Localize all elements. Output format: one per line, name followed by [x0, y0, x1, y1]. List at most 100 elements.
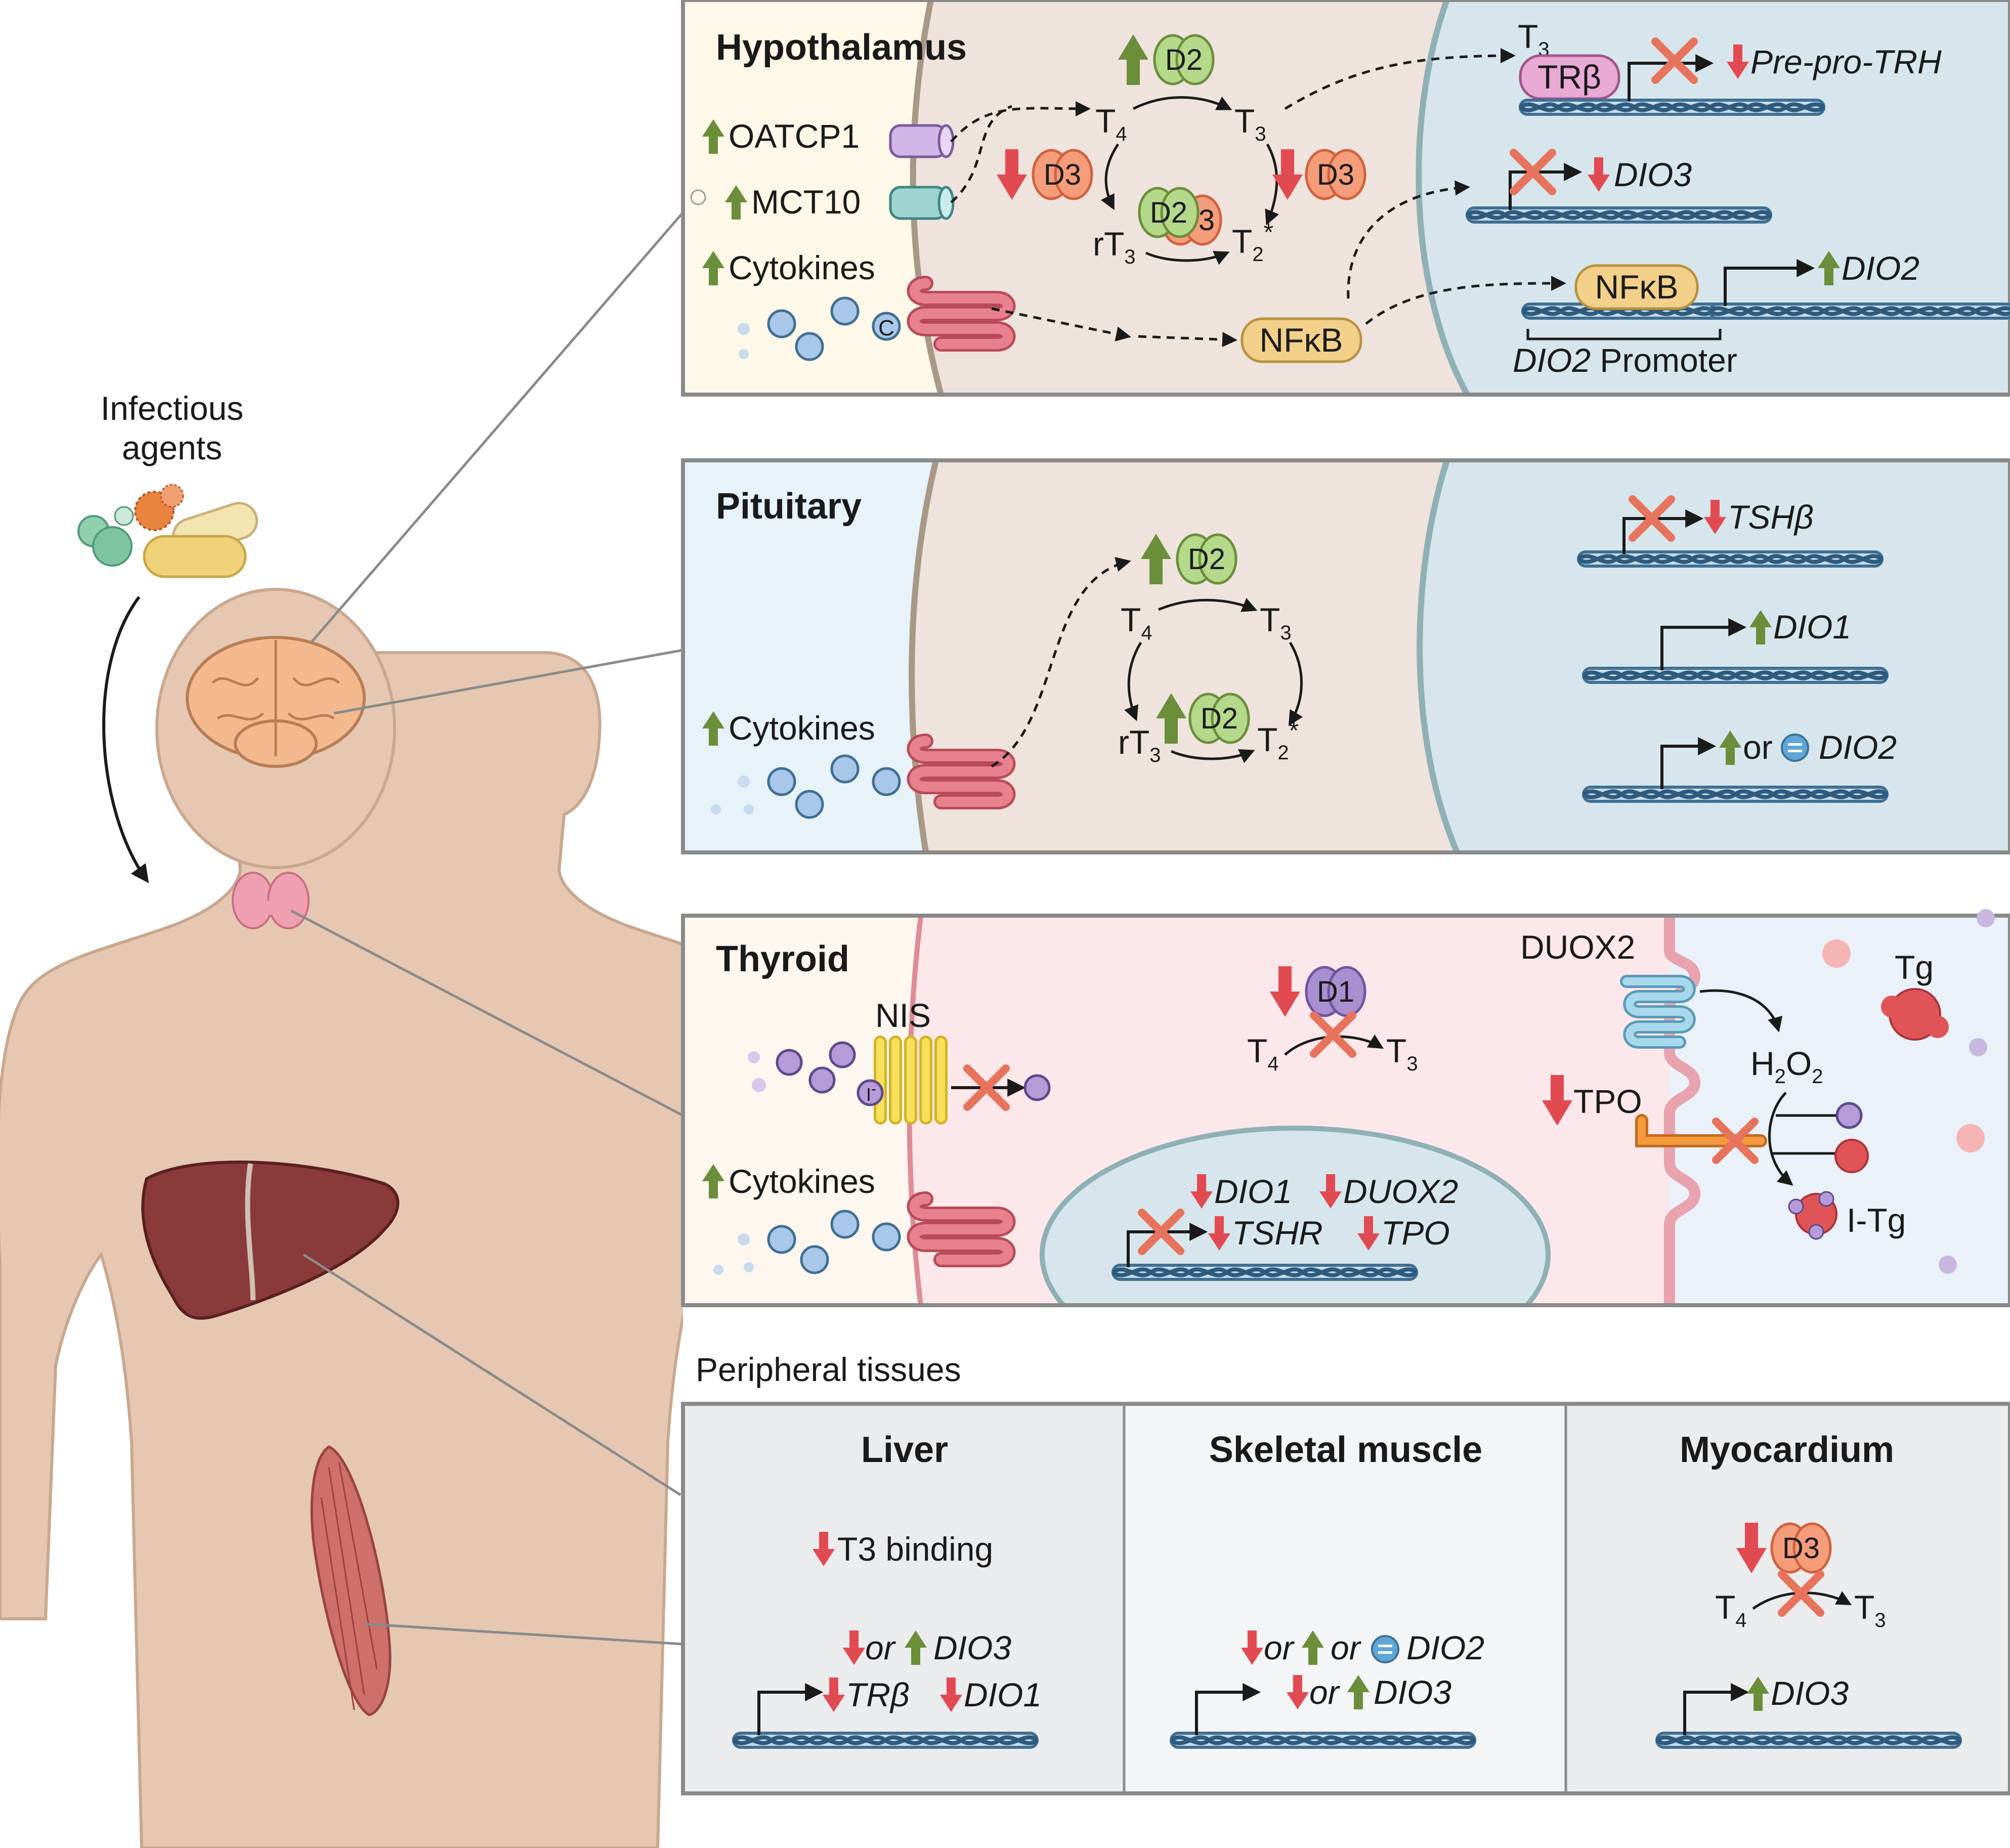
rt3-label: rT3: [1093, 225, 1136, 268]
cytokine-receptor-icon: [915, 741, 1008, 802]
skeletal-dio2-gene: DIO2: [1406, 1629, 1484, 1666]
iodide-particles: [748, 1043, 882, 1105]
itg-icon: [1788, 1191, 1837, 1240]
h2o2-h: H: [1750, 1045, 1775, 1082]
skeletal-or-2: or: [1331, 1629, 1362, 1666]
rt3-sub: 3: [1124, 246, 1135, 268]
promoter-word: Promoter: [1591, 341, 1737, 379]
thy-t3-label: T3: [1386, 1032, 1418, 1075]
colloid-particles: [1822, 909, 1995, 1274]
dna-icon: [1584, 668, 1887, 682]
myo-t4-label: T4: [1715, 1588, 1747, 1631]
t3-nuclear-label: T3: [1518, 18, 1550, 61]
panel-peripheral: Peripheral tissues Liver T3 binding or D…: [681, 1351, 2010, 1795]
dio2-promoter-label: DIO2 Promoter: [1513, 341, 1737, 379]
t4-sub: 4: [1116, 123, 1127, 145]
pit-t3-label: T3: [1260, 601, 1292, 644]
equal-icon: [1371, 1635, 1399, 1663]
liver-title: Liver: [861, 1430, 948, 1470]
oatcp1-label: OATCP1: [729, 117, 860, 155]
liver-or: or: [865, 1629, 896, 1666]
dna-icon: [1710, 304, 2010, 318]
pit-t4-sub: 4: [1141, 622, 1152, 644]
tg-icon: [1881, 988, 1949, 1041]
tg-small-icon: [1834, 1139, 1869, 1173]
body-silhouette: [0, 651, 804, 1848]
pit-rt3-sub: 3: [1149, 744, 1161, 766]
pituitary-or: or: [1743, 728, 1773, 766]
iodide-charge: -: [871, 1081, 876, 1097]
pit-rt3-label: rT3: [1118, 723, 1161, 766]
promoter-gene-name: DIO2: [1513, 341, 1591, 379]
hypothalamus-dio3-gene: DIO3: [1614, 156, 1692, 193]
infectious-agents-label-1: Infectious: [101, 390, 244, 427]
t2-sub: 2: [1252, 243, 1263, 266]
h2o2-label: H2O2: [1750, 1045, 1823, 1088]
dna-icon: [1467, 208, 1771, 222]
pit-t2-letter: T: [1257, 721, 1277, 758]
peripheral-header: Peripheral tissues: [696, 1351, 961, 1388]
pituitary-d2-top: D2: [1188, 543, 1225, 576]
thy-t3-sub: 3: [1406, 1053, 1418, 1075]
iodide-label: I-: [866, 1081, 876, 1105]
thyroid-cytokines-label: Cytokines: [729, 1163, 875, 1200]
pituitary-cytokines-label: Cytokines: [729, 709, 875, 747]
dna-icon: [1578, 552, 1882, 566]
body-illustration: Infectious agents: [0, 211, 804, 1848]
liver-t3-binding: T3 binding: [837, 1530, 993, 1568]
hypothalamus-dio2-gene: DIO2: [1842, 249, 1919, 287]
t3-letter: T: [1234, 102, 1255, 140]
dna-icon: [1520, 100, 1824, 114]
nfkb-cytoplasm-icon: [1241, 317, 1362, 363]
infectious-agents-label-2: agents: [122, 429, 222, 466]
t3-sub: 3: [1255, 123, 1266, 145]
cytokine-particles: C: [738, 298, 900, 360]
myo-t3-sub: 3: [1874, 1609, 1886, 1631]
nfkb-cytoplasm-label: NFκB: [1260, 321, 1343, 359]
mct10-transporter-icon: [889, 186, 955, 220]
t4-letter: T: [1095, 102, 1116, 140]
d1-label: D1: [1317, 975, 1354, 1008]
thy-t4-letter: T: [1247, 1032, 1267, 1069]
pit-t2-sub: 2: [1277, 742, 1289, 764]
pathogens-icon: [77, 484, 259, 578]
muscle-icon: [310, 1445, 392, 1716]
liver-trb-gene: TRβ: [846, 1676, 910, 1713]
liver-icon: [141, 1161, 400, 1320]
pituitary-dio2-gene: DIO2: [1819, 728, 1897, 766]
trb-label: TRβ: [1537, 58, 1601, 96]
h2o2-o: O: [1786, 1045, 1812, 1082]
pituitary-dio1-gene: DIO1: [1773, 608, 1851, 646]
tshr-gene: TSHR: [1232, 1214, 1323, 1252]
hypothalamus-d2-label: D2: [1165, 44, 1203, 76]
skeletal-title: Skeletal muscle: [1209, 1430, 1482, 1470]
equal-icon: [1781, 734, 1809, 762]
dna-icon: [1584, 787, 1887, 801]
cytokine-particles: [713, 1211, 900, 1275]
iodide-icon: [1837, 1103, 1861, 1128]
panel-thyroid: Thyroid NIS I- Cytokines: [681, 909, 2010, 1406]
t4-label: T4: [1095, 102, 1127, 145]
myo-t3-label: T3: [1854, 1588, 1886, 1631]
dna-icon: [1171, 1733, 1475, 1747]
cytokine-receptor-icon: [915, 283, 1008, 344]
apical-membrane: [1664, 916, 1701, 1305]
hypothalamus-d2-center: D2: [1150, 196, 1187, 229]
myocardium-d3-label: D3: [1782, 1532, 1820, 1565]
thyroid-title: Thyroid: [716, 939, 849, 979]
oatcp1-transporter-icon: [889, 124, 955, 158]
pit-rt3-letters: rT: [1118, 723, 1149, 761]
itg-label: I-Tg: [1847, 1201, 1906, 1239]
tpo-enzyme-icon: [1635, 1114, 1767, 1147]
t3-top-letter: T: [1518, 18, 1538, 55]
pre-pro-trh-gene: Pre-pro-TRH: [1750, 43, 1942, 80]
skeletal-or-3: or: [1309, 1673, 1341, 1711]
nfkb-nuclear-icon: [1574, 264, 1699, 310]
thy-t4-sub: 4: [1267, 1053, 1278, 1075]
thy-t3-letter: T: [1386, 1032, 1406, 1069]
myocardium-dio3-gene: DIO3: [1771, 1674, 1849, 1712]
hypothalamus-d3-short: 3: [1199, 204, 1215, 237]
pituitary-title: Pituitary: [716, 486, 862, 527]
myo-t4-sub: 4: [1735, 1609, 1746, 1631]
t2-letter: T: [1232, 223, 1252, 260]
